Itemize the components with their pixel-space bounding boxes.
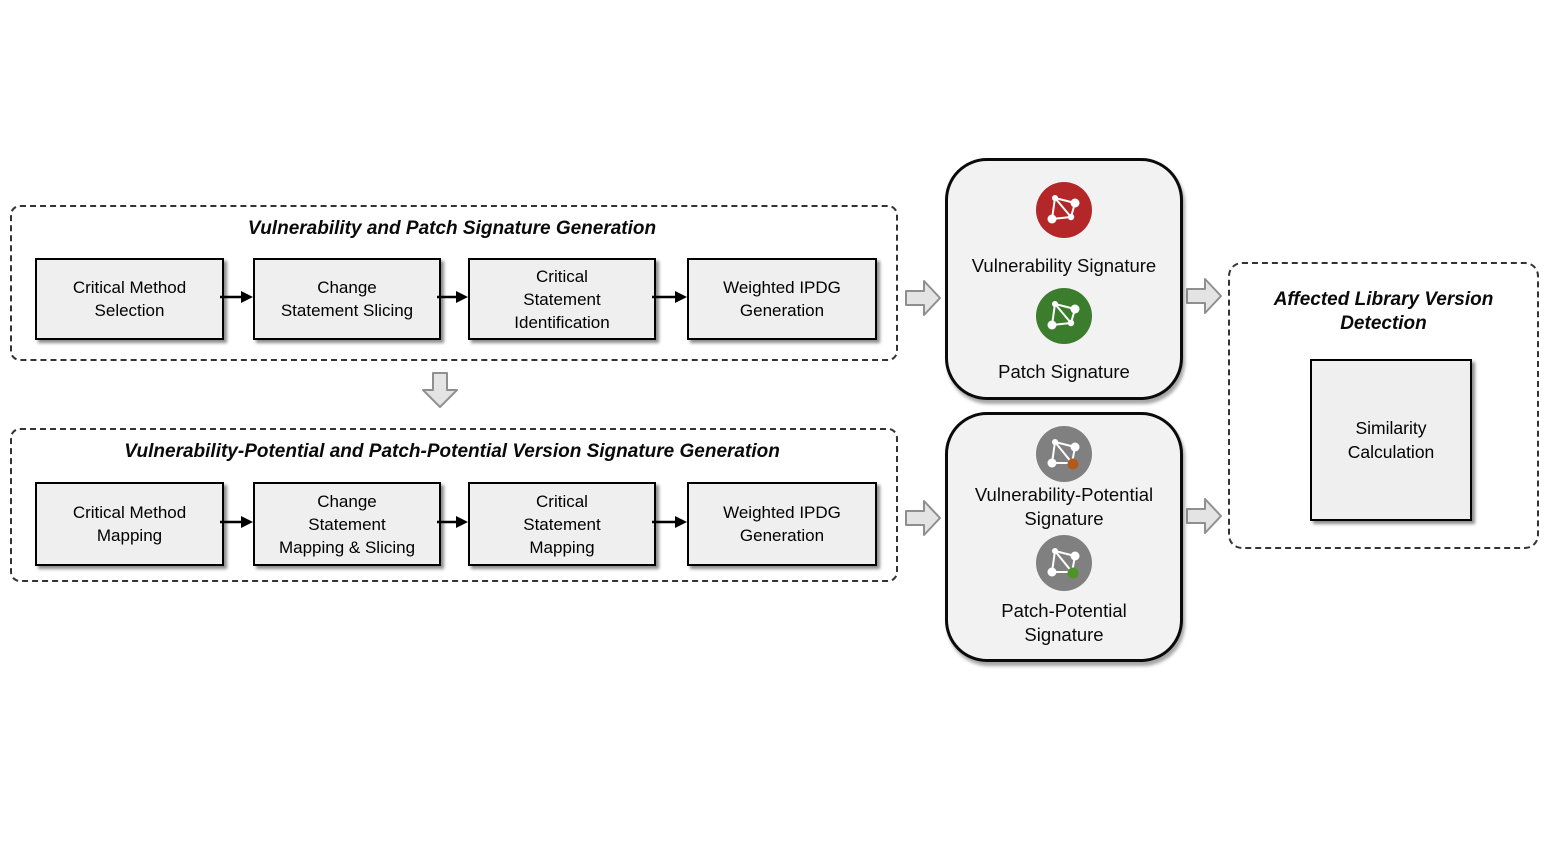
flow-arrow-icon xyxy=(652,516,687,528)
vulnerability-potential-graph-icon xyxy=(1036,426,1092,482)
flow-arrow-icon xyxy=(652,291,687,303)
step-critical-method-mapping: Critical Method Mapping xyxy=(35,482,224,566)
step-critical-statement-identification: Critical Statement Identification xyxy=(468,258,656,340)
step-weighted-ipdg-generation-top: Weighted IPDG Generation xyxy=(687,258,877,340)
flow-arrow-icon xyxy=(220,516,253,528)
step-change-statement-slicing: Change Statement Slicing xyxy=(253,258,441,340)
vulnerability-signature-graph-icon xyxy=(1036,182,1092,238)
step-weighted-ipdg-generation-bottom: Weighted IPDG Generation xyxy=(687,482,877,566)
patch-signature-graph-icon xyxy=(1036,288,1092,344)
block-arrow-right-icon xyxy=(905,500,941,536)
pipeline-top-panel xyxy=(10,205,898,361)
signature-panel-top: Vulnerability Signature Patch Signature xyxy=(945,158,1183,400)
pipeline-bottom-panel xyxy=(10,428,898,582)
similarity-calculation-box: Similarity Calculation xyxy=(1310,359,1472,521)
block-arrow-right-icon xyxy=(905,280,941,316)
patch-signature-label: Patch Signature xyxy=(998,361,1130,382)
flow-arrow-icon xyxy=(437,516,468,528)
detection-panel: Affected Library Version Detection Simil… xyxy=(1228,262,1539,549)
patch-potential-signature-label: Patch-Potential Signature xyxy=(1001,600,1127,645)
step-change-statement-mapping-slicing: Change Statement Mapping & Slicing xyxy=(253,482,441,566)
vulnerability-signature-label: Vulnerability Signature xyxy=(971,255,1157,276)
flow-arrow-icon xyxy=(220,291,253,303)
vulnerability-potential-signature-label: Vulnerability-Potential Signature xyxy=(974,484,1154,529)
pipeline-bottom-title: Vulnerability-Potential and Patch-Potent… xyxy=(124,441,780,462)
flow-arrow-icon xyxy=(437,291,468,303)
block-arrow-down-icon xyxy=(422,372,458,408)
pipeline-top-title: Vulnerability and Patch Signature Genera… xyxy=(247,218,657,239)
step-critical-method-selection: Critical Method Selection xyxy=(35,258,224,340)
block-arrow-right-icon xyxy=(1186,498,1222,534)
block-arrow-right-icon xyxy=(1186,278,1222,314)
step-critical-statement-mapping: Critical Statement Mapping xyxy=(468,482,656,566)
detection-panel-title: Affected Library Version Detection xyxy=(1273,289,1494,334)
patch-potential-graph-icon xyxy=(1036,535,1092,591)
signature-panel-bottom: Vulnerability-Potential Signature Patch-… xyxy=(945,412,1183,662)
